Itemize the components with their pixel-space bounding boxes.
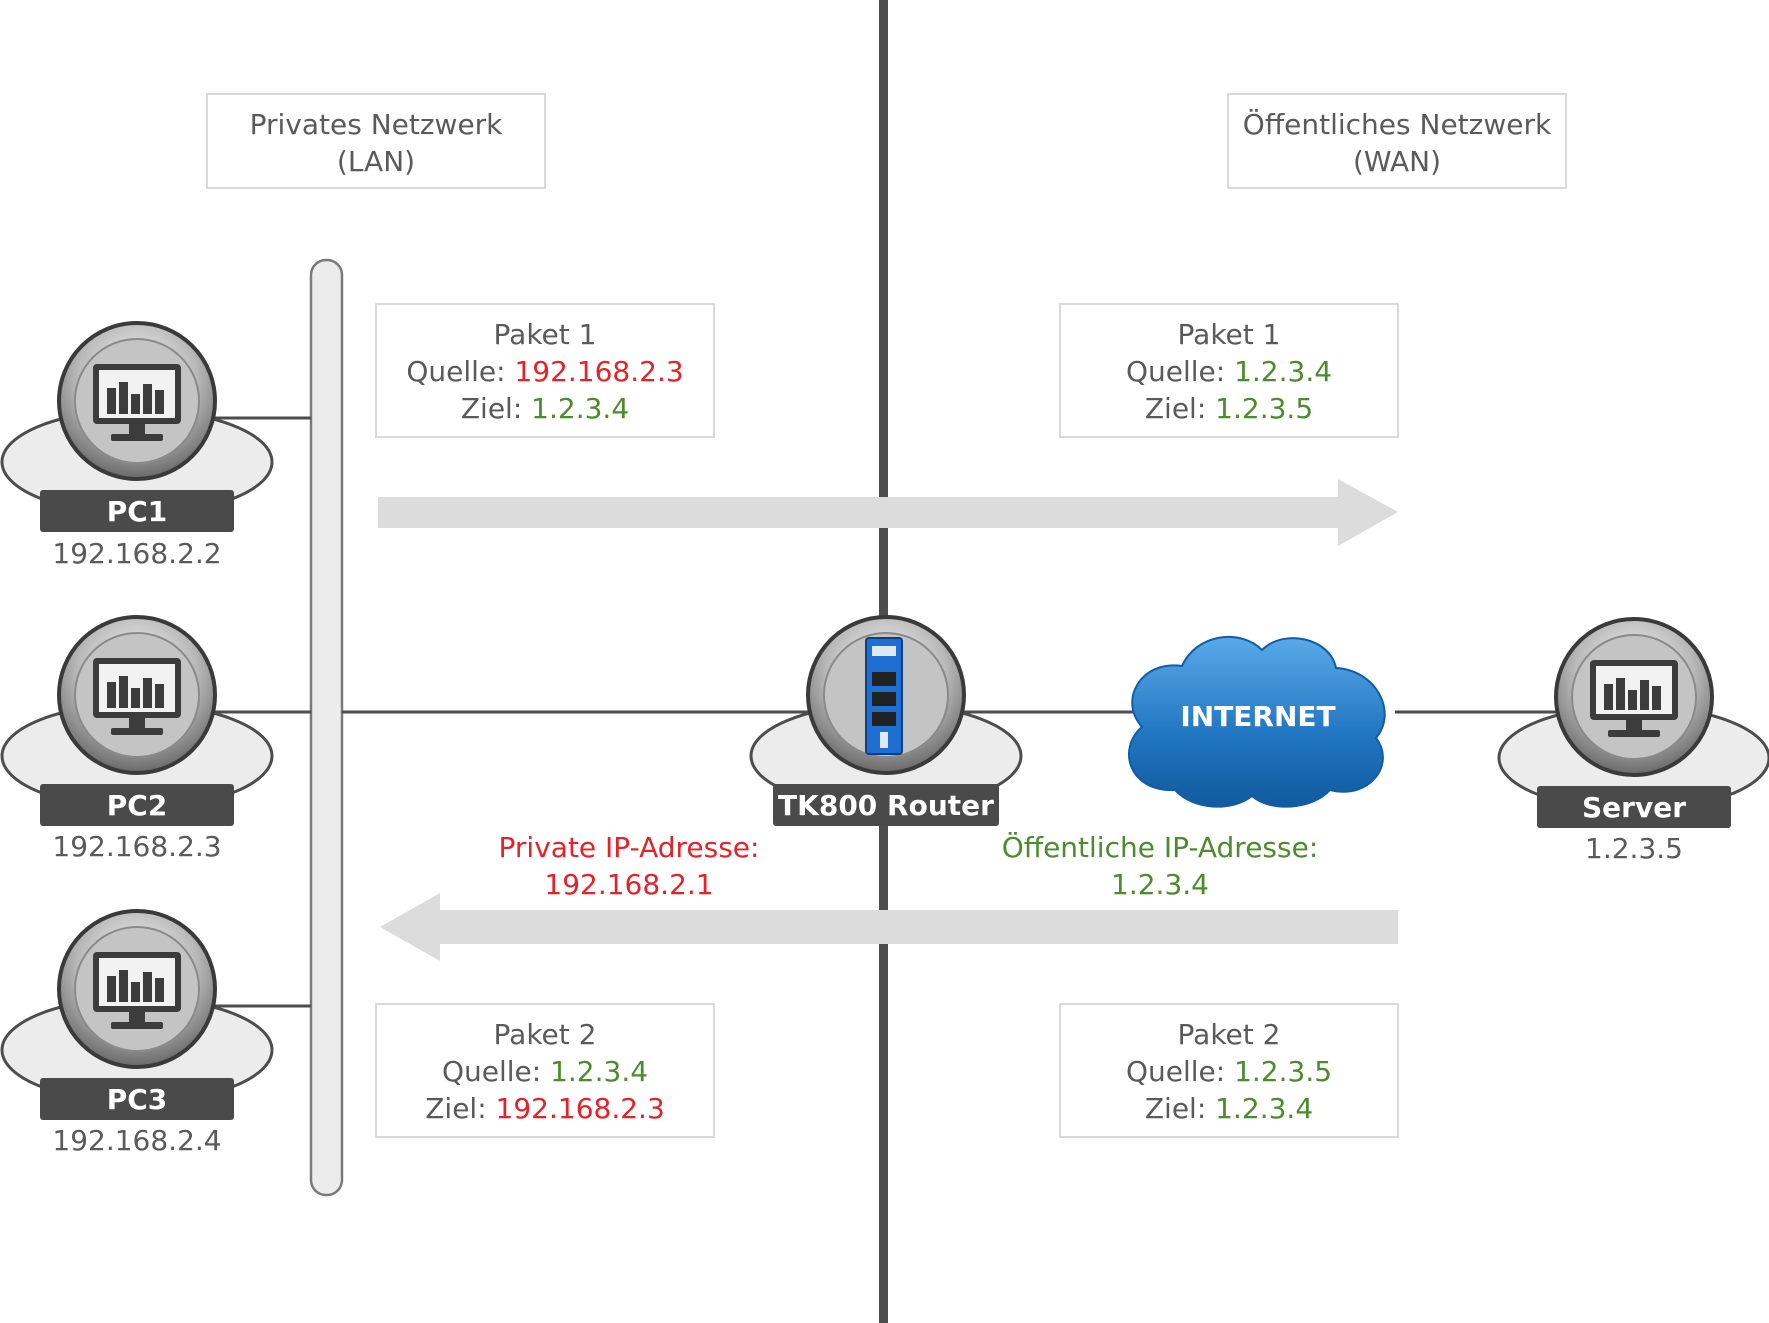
zone-wan-subtitle: (WAN) xyxy=(1353,145,1441,178)
zone-wan-title: Öffentliches Netzwerk xyxy=(1243,107,1552,141)
svg-text:Quelle: 192.168.2.3: Quelle: 192.168.2.3 xyxy=(406,355,683,388)
lan-bus-bar xyxy=(309,258,344,1197)
source-label: Quelle: xyxy=(406,355,505,388)
source-ip: 1.2.3.4 xyxy=(550,1055,648,1088)
destination-label: Ziel: xyxy=(461,392,522,425)
source-ip: 1.2.3.5 xyxy=(1234,1055,1332,1088)
svg-text:Ziel: 1.2.3.4: Ziel: 1.2.3.4 xyxy=(461,392,629,425)
packet-2-wan-box: Paket 2 Quelle: 1.2.3.5 Ziel: 1.2.3.4 xyxy=(1059,1003,1399,1138)
pc3-ip: 192.168.2.4 xyxy=(52,1124,221,1157)
source-ip: 192.168.2.3 xyxy=(514,355,683,388)
private-ip-value: 192.168.2.1 xyxy=(544,868,713,901)
pc2-ip: 192.168.2.3 xyxy=(52,830,221,863)
packet-title: Paket 1 xyxy=(1178,318,1281,351)
destination-label: Ziel: xyxy=(425,1092,486,1125)
packet-title: Paket 1 xyxy=(494,318,597,351)
router-device-icon xyxy=(865,637,903,755)
svg-text:Quelle: 1.2.3.4: Quelle: 1.2.3.4 xyxy=(1126,355,1332,388)
zone-lan-title: Privates Netzwerk xyxy=(250,108,504,141)
svg-text:Quelle: 1.2.3.5: Quelle: 1.2.3.5 xyxy=(1126,1055,1332,1088)
cloud-icon: INTERNET xyxy=(1128,636,1386,808)
pc3-node: PC3 192.168.2.4 xyxy=(0,909,274,1157)
source-label: Quelle: xyxy=(1126,355,1225,388)
source-ip: 1.2.3.4 xyxy=(1234,355,1332,388)
arrow-right-outbound xyxy=(378,479,1398,546)
destination-ip: 192.168.2.3 xyxy=(496,1092,665,1125)
private-ip-label: Private IP-Adresse: xyxy=(499,831,760,864)
arrow-left-inbound xyxy=(380,893,1398,961)
svg-text:Ziel: 1.2.3.4: Ziel: 1.2.3.4 xyxy=(1145,1092,1313,1125)
internet-label: INTERNET xyxy=(1180,700,1335,733)
destination-ip: 1.2.3.5 xyxy=(1215,392,1313,425)
zone-lan-box: Privates Netzwerk (LAN) xyxy=(206,93,546,189)
router-node: TK800 Router xyxy=(749,615,1023,826)
connection-lines xyxy=(212,416,1560,1008)
destination-label: Ziel: xyxy=(1145,392,1206,425)
router-name: TK800 Router xyxy=(778,789,994,822)
public-ip-label: Öffentliche IP-Adresse: xyxy=(1002,830,1319,864)
zone-wan-box: Öffentliches Netzwerk (WAN) xyxy=(1227,93,1567,189)
packet-1-lan-box: Paket 1 Quelle: 192.168.2.3 Ziel: 1.2.3.… xyxy=(375,303,715,438)
destination-ip: 1.2.3.4 xyxy=(531,392,629,425)
destination-label: Ziel: xyxy=(1145,1092,1206,1125)
pc2-name: PC2 xyxy=(107,789,168,822)
svg-text:Ziel: 1.2.3.5: Ziel: 1.2.3.5 xyxy=(1145,392,1313,425)
svg-text:Ziel: 192.168.2.3: Ziel: 192.168.2.3 xyxy=(425,1092,665,1125)
svg-text:Quelle: 1.2.3.4: Quelle: 1.2.3.4 xyxy=(442,1055,648,1088)
public-ip-value: 1.2.3.4 xyxy=(1111,868,1209,901)
server-ip: 1.2.3.5 xyxy=(1585,832,1683,865)
packet-title: Paket 2 xyxy=(494,1018,597,1051)
pc1-name: PC1 xyxy=(107,495,168,528)
destination-ip: 1.2.3.4 xyxy=(1215,1092,1313,1125)
pc1-ip: 192.168.2.2 xyxy=(52,537,221,570)
packet-1-wan-box: Paket 1 Quelle: 1.2.3.4 Ziel: 1.2.3.5 xyxy=(1059,303,1399,438)
server-node: Server 1.2.3.5 xyxy=(1497,617,1769,865)
server-name: Server xyxy=(1582,791,1686,824)
packet-title: Paket 2 xyxy=(1178,1018,1281,1051)
pc3-name: PC3 xyxy=(107,1083,168,1116)
packet-2-lan-box: Paket 2 Quelle: 1.2.3.4 Ziel: 192.168.2.… xyxy=(375,1003,715,1138)
zone-lan-subtitle: (LAN) xyxy=(337,145,415,178)
pc2-node: PC2 192.168.2.3 xyxy=(0,615,274,863)
source-label: Quelle: xyxy=(442,1055,541,1088)
pc1-node: PC1 192.168.2.2 xyxy=(0,321,274,570)
source-label: Quelle: xyxy=(1126,1055,1225,1088)
